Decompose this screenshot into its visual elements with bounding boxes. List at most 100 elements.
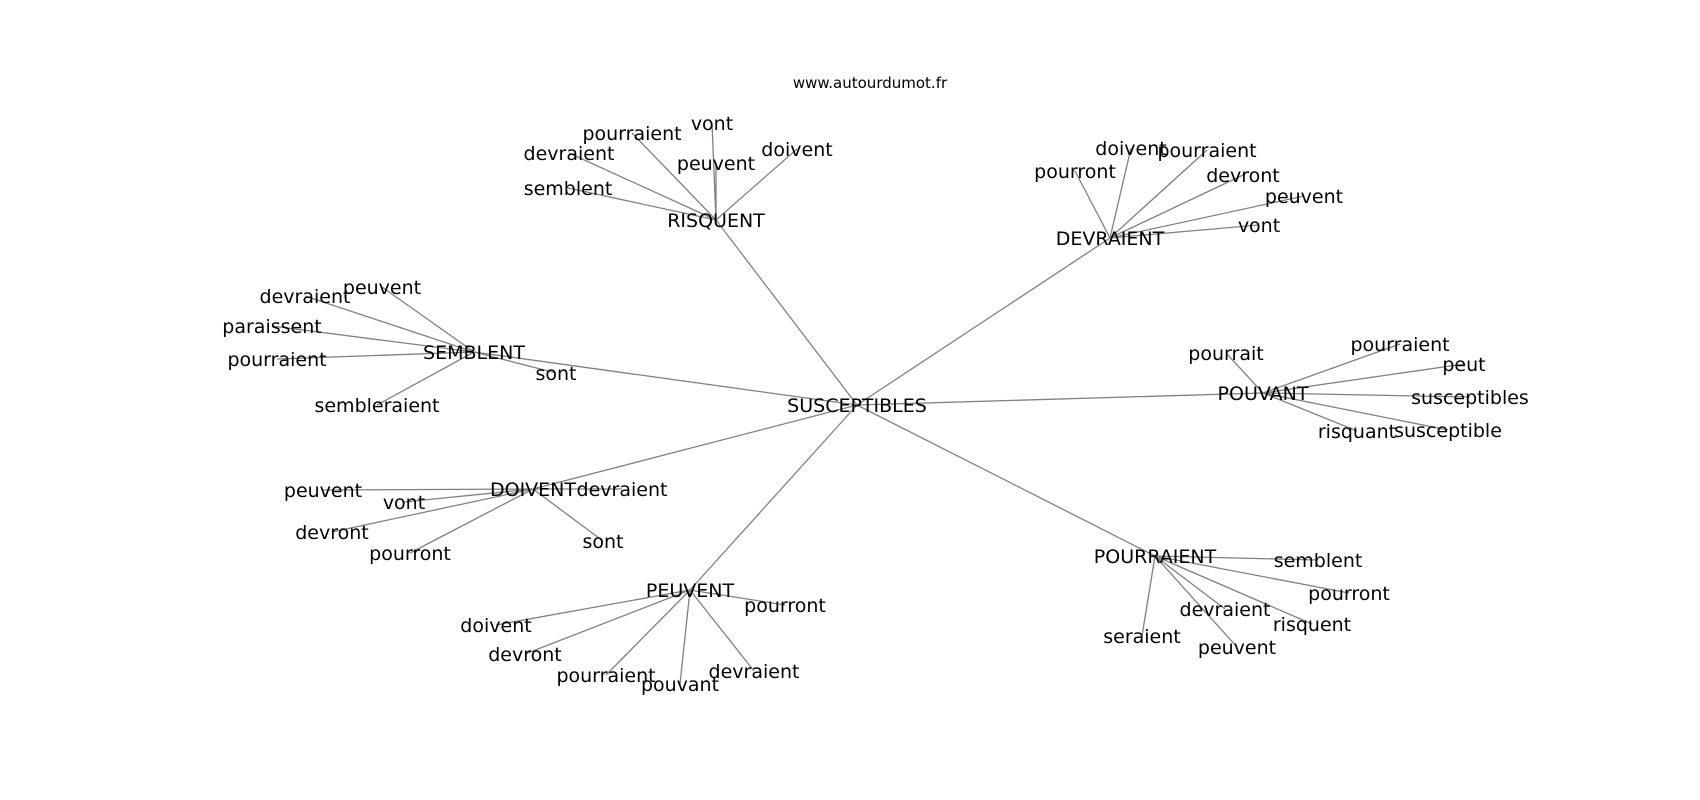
leaf-node[interactable]: paraissent <box>222 316 321 338</box>
center-edge <box>715 219 858 406</box>
center-edge <box>532 404 858 490</box>
center-edge <box>856 404 1156 557</box>
leaf-node[interactable]: vont <box>383 492 425 514</box>
leaf-node[interactable]: devraient <box>260 286 351 308</box>
hub-node[interactable]: SEMBLENT <box>423 342 525 364</box>
leaf-edge <box>1109 147 1132 239</box>
leaf-edge <box>715 148 798 221</box>
leaf-edge <box>1109 174 1244 239</box>
source-url: www.autourdumot.fr <box>793 74 948 92</box>
leaf-node[interactable]: pouvant <box>641 674 719 696</box>
leaf-node[interactable]: pourraient <box>1350 334 1449 356</box>
leaf-node[interactable]: sembleraient <box>314 395 439 417</box>
leaf-edge <box>473 351 557 374</box>
leaf-edge <box>276 351 475 360</box>
leaf-edge <box>1109 224 1260 239</box>
graph-edges <box>271 122 1471 685</box>
leaf-node[interactable]: doivent <box>761 139 832 161</box>
center-edge <box>856 392 1264 406</box>
leaf-node[interactable]: sont <box>582 531 623 553</box>
leaf-edge <box>271 325 475 353</box>
leaf-node[interactable]: semblent <box>524 178 613 200</box>
leaf-node[interactable]: peut <box>1442 354 1485 376</box>
leaf-node[interactable]: pourrait <box>1188 343 1263 365</box>
leaf-edge <box>1262 392 1358 432</box>
leaf-node[interactable]: pourraient <box>227 349 326 371</box>
leaf-node[interactable]: pourront <box>1308 583 1390 605</box>
center-edge <box>689 404 858 591</box>
leaf-node[interactable]: peuvent <box>1265 186 1343 208</box>
leaf-edge <box>679 589 691 685</box>
leaf-edge <box>304 295 475 353</box>
leaf-node[interactable]: devront <box>1206 165 1280 187</box>
leaf-edge <box>1225 352 1264 394</box>
leaf-node[interactable]: devraient <box>1180 599 1271 621</box>
leaf-node[interactable]: peuvent <box>284 480 362 502</box>
center-edge <box>473 351 858 406</box>
leaf-edge <box>711 122 717 221</box>
leaf-edge <box>568 152 717 221</box>
leaf-node[interactable]: pourraient <box>582 123 681 145</box>
leaf-edge <box>1154 555 1313 625</box>
leaf-node[interactable]: seraient <box>1103 626 1181 648</box>
leaf-edge <box>532 488 604 542</box>
leaf-node[interactable]: pourront <box>744 595 826 617</box>
leaf-node[interactable]: peuvent <box>343 277 421 299</box>
hub-node[interactable]: POURRAIENT <box>1094 546 1217 568</box>
leaf-edge <box>331 488 534 533</box>
leaf-node[interactable]: pourraient <box>556 665 655 687</box>
leaf-edge <box>381 286 475 353</box>
leaf-edge <box>1154 555 1319 561</box>
leaf-edge <box>1262 343 1401 394</box>
leaf-edge <box>376 351 475 406</box>
leaf-node[interactable]: semblent <box>1274 550 1363 572</box>
leaf-edge <box>495 589 691 626</box>
leaf-edge <box>1262 392 1471 398</box>
leaf-node[interactable]: risquant <box>1318 421 1396 443</box>
leaf-node[interactable]: peuvent <box>1198 637 1276 659</box>
leaf-node[interactable]: vont <box>691 113 733 135</box>
leaf-edge <box>567 187 717 221</box>
leaf-node[interactable]: vont <box>1238 215 1280 237</box>
center-node[interactable]: SUSCEPTIBLES <box>787 395 927 417</box>
leaf-edge <box>1154 555 1226 610</box>
leaf-edge <box>1109 195 1305 239</box>
leaf-node[interactable]: susceptible <box>1394 420 1502 442</box>
hub-node[interactable]: POUVANT <box>1218 383 1309 405</box>
leaf-edge <box>689 589 786 606</box>
leaf-node[interactable]: risquent <box>1273 614 1351 636</box>
leaf-node[interactable]: sont <box>535 363 576 385</box>
leaf-edge <box>605 589 691 676</box>
leaf-edge <box>524 589 691 655</box>
leaf-node[interactable]: pourront <box>369 543 451 565</box>
hub-node[interactable]: RISQUENT <box>667 210 765 232</box>
hub-node[interactable]: PEUVENT <box>646 580 735 602</box>
leaf-node[interactable]: pourraient <box>1157 140 1256 162</box>
leaf-node[interactable]: devraient <box>524 143 615 165</box>
leaf-edge <box>1141 555 1156 637</box>
leaf-node[interactable]: devraient <box>577 479 668 501</box>
leaf-node[interactable]: devront <box>295 522 369 544</box>
leaf-edge <box>1154 555 1238 648</box>
leaf-node[interactable]: doivent <box>1095 138 1166 160</box>
hub-node[interactable]: DEVRAIENT <box>1056 228 1165 250</box>
hub-node[interactable]: DOIVENT <box>490 479 576 501</box>
leaf-edge <box>1262 363 1465 394</box>
leaf-edge <box>409 488 534 554</box>
leaf-node[interactable]: doivent <box>460 615 531 637</box>
leaf-node[interactable]: susceptibles <box>1411 387 1529 409</box>
leaf-node[interactable]: devront <box>488 644 562 666</box>
center-edge <box>856 237 1111 406</box>
leaf-edge <box>322 488 534 491</box>
leaf-edge <box>1262 392 1449 431</box>
leaf-edge <box>403 488 534 503</box>
leaf-node[interactable]: pourront <box>1034 161 1116 183</box>
graph-labels: SUSCEPTIBLES RISQUENT pourraient vont devrai… <box>222 113 1529 696</box>
leaf-edge <box>1074 170 1111 239</box>
leaf-edge <box>1154 555 1350 594</box>
leaf-node[interactable]: peuvent <box>677 153 755 175</box>
leaf-edge <box>1109 149 1208 239</box>
leaf-edge <box>689 589 755 672</box>
leaf-node[interactable]: devraient <box>709 661 800 683</box>
